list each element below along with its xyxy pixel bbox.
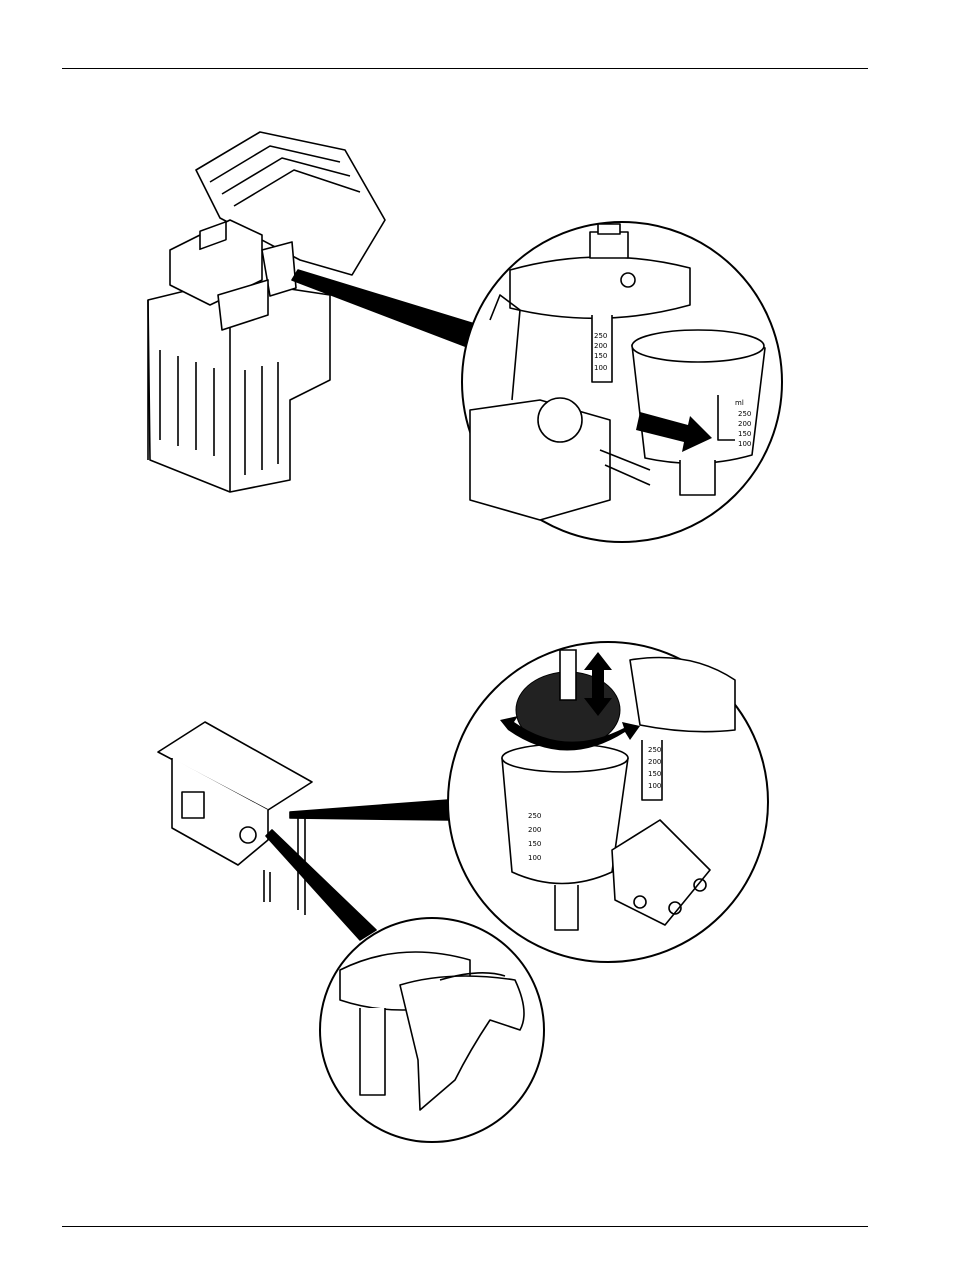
brush-handle [559, 649, 577, 701]
figure-remove-collection-vessel: ml 250 200 150 100 250 200 150 100 [0, 120, 954, 550]
stem2-scale-100: 100 [648, 782, 661, 790]
figure-clean-collection-vessel: 250 200 150 100 250 200 150 100 [0, 640, 954, 1160]
vessel2-scale-150: 150 [528, 840, 541, 848]
figure-2-illustration: 250 200 150 100 250 200 150 100 [157, 641, 769, 1143]
vessel-scale-unit: ml [735, 399, 744, 407]
stem-scale-250: 250 [594, 332, 607, 340]
stem2-scale-200: 200 [648, 758, 661, 766]
vessel-scale-100: 100 [738, 440, 751, 448]
stem-scale-150: 150 [594, 352, 607, 360]
stem-scale-100: 100 [594, 364, 607, 372]
footer-rule [62, 1226, 868, 1227]
vessel-scale-250: 250 [738, 410, 751, 418]
stem2-scale-150: 150 [648, 770, 661, 778]
up-down-arrow-icon [584, 652, 612, 716]
stem2-scale-250: 250 [648, 746, 661, 754]
vessel2-scale-200: 200 [528, 826, 541, 834]
header-rule [62, 68, 868, 69]
figure-1-illustration: ml 250 200 150 100 250 200 150 100 [147, 131, 783, 543]
vessel-scale-150: 150 [738, 430, 751, 438]
controller [169, 219, 263, 306]
vessel2-scale-100: 100 [528, 854, 541, 862]
stem-scale-200: 200 [594, 342, 607, 350]
rotate-arrow-icon [500, 716, 640, 751]
remove-arrow-icon [636, 412, 712, 452]
vessel-scale-200: 200 [738, 420, 751, 428]
vessel2-scale-250: 250 [528, 812, 541, 820]
